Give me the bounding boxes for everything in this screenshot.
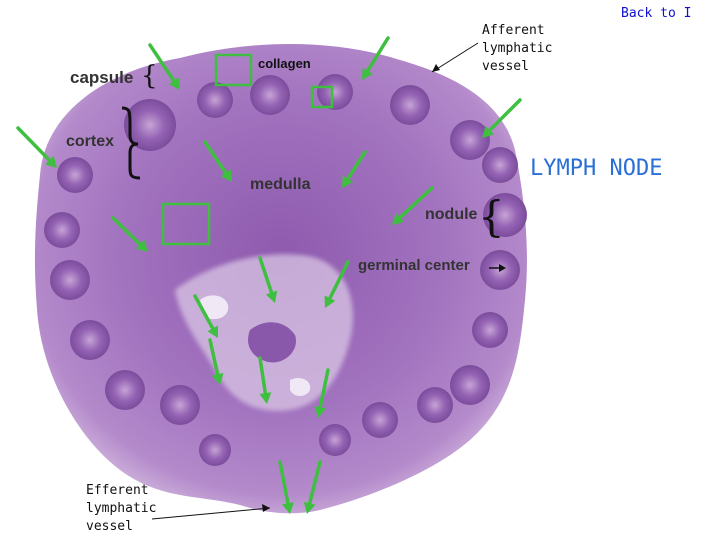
green-arrow-head (303, 501, 316, 514)
afferent-pointer (431, 42, 479, 73)
medulla-box (161, 202, 211, 246)
cortex-brace (121, 106, 141, 180)
green-arrow-head (392, 213, 405, 225)
green-arrow-shaft (203, 140, 228, 175)
green-arrow-shaft (148, 43, 176, 83)
green-arrow-shaft (398, 186, 434, 220)
green-arrow-head (362, 67, 373, 80)
green-arrow-head (45, 155, 57, 168)
green-arrow-head (259, 392, 272, 404)
green-arrow-head (324, 295, 336, 308)
green-arrow-head (282, 502, 294, 514)
green-arrow-shaft (16, 126, 52, 162)
capsule-brace: { (141, 61, 158, 91)
back-link[interactable]: Back to I (621, 6, 692, 21)
afferent-lymphatic-vessel-label: Afferent lymphatic vessel (482, 23, 553, 74)
cortex-label: cortex (66, 133, 115, 150)
green-arrow-shaft (258, 356, 268, 395)
collagen-box-large (214, 53, 253, 87)
diagram-title: LYMPH NODE (530, 156, 663, 181)
green-arrow-shaft (208, 338, 220, 377)
efferent-pointer (151, 507, 271, 520)
green-arrow-head (220, 169, 232, 182)
medulla-label: medulla (250, 176, 311, 193)
green-arrow-shaft (193, 294, 215, 331)
green-arrow-shaft (346, 150, 367, 181)
green-arrows (16, 36, 522, 514)
germinal-center-label: germinal center (358, 257, 470, 274)
green-arrow-head (314, 406, 327, 418)
green-arrow-shaft (258, 256, 274, 295)
capsule-label: capsule (70, 68, 134, 87)
green-arrow-head (265, 290, 278, 303)
green-arrow-shaft (366, 36, 390, 73)
green-arrow-head (168, 77, 180, 90)
green-arrow-head (135, 240, 148, 252)
green-arrow-head (482, 125, 495, 138)
efferent-lymphatic-vessel-label: Efferent lymphatic vessel (86, 483, 157, 534)
green-arrow-shaft (278, 460, 290, 505)
green-arrow-head (342, 175, 353, 188)
collagen-box-small (310, 85, 334, 109)
nodule-brace: { (478, 192, 505, 241)
nodule-label: nodule (425, 206, 478, 223)
collagen-label: collagen (258, 56, 311, 71)
green-arrow-shaft (111, 216, 142, 247)
cortical-nodules (44, 74, 527, 466)
green-arrow-head (207, 325, 218, 338)
green-arrow-head (211, 372, 224, 385)
green-arrow-shaft (307, 460, 322, 506)
green-arrow-shaft (328, 260, 350, 300)
green-arrow-shaft (318, 368, 330, 409)
green-arrow-shaft (488, 98, 522, 132)
